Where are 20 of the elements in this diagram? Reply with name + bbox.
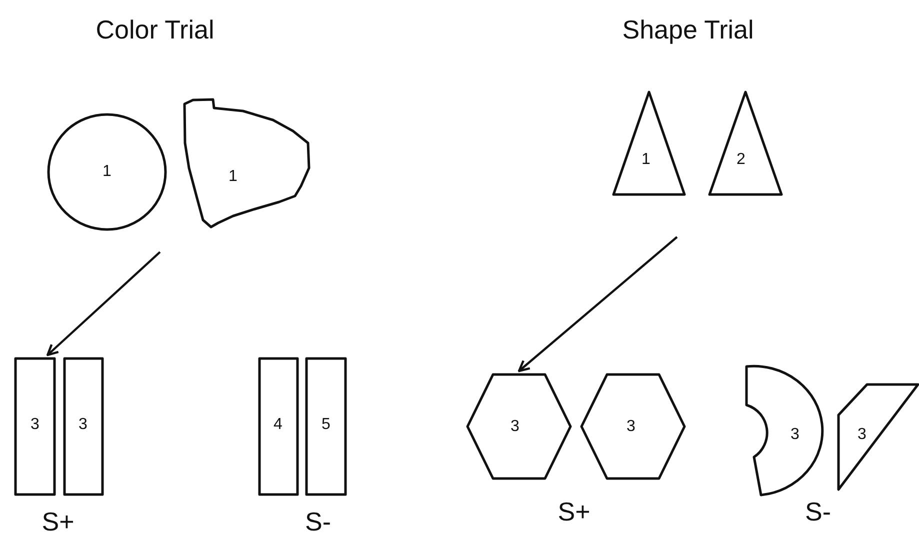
shape-number: 1 xyxy=(642,151,650,169)
shape-number: 5 xyxy=(322,416,330,434)
shape-number: 3 xyxy=(78,416,88,434)
shape-number: 3 xyxy=(790,426,800,444)
shape-number: 3 xyxy=(30,416,40,434)
shape-number: 3 xyxy=(510,418,520,436)
arrow xyxy=(518,236,678,372)
arrow xyxy=(46,251,161,356)
shape-number: 2 xyxy=(736,151,746,169)
stimulus-label: S- xyxy=(305,506,331,538)
trial-title: Color Trial xyxy=(96,14,214,46)
stimulus-label: S+ xyxy=(42,506,74,538)
stimulus-label: S+ xyxy=(558,496,590,528)
shape-number: 1 xyxy=(102,163,112,181)
shape-number: 4 xyxy=(274,416,282,434)
stimulus-label: S- xyxy=(805,496,831,528)
shape-number: 3 xyxy=(626,418,636,436)
trial-title: Shape Trial xyxy=(622,14,754,46)
shape-number: 3 xyxy=(858,426,866,444)
shape-number: 1 xyxy=(228,168,238,186)
